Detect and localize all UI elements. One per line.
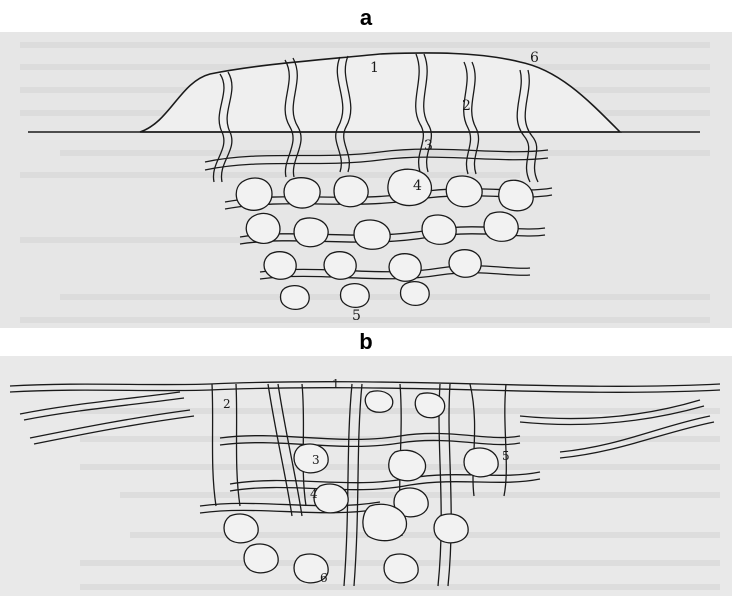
panel-a-number-3: 3: [424, 138, 433, 154]
panel-a-svg: 1 2 3 4 5 6: [0, 32, 732, 328]
panel-b-figure: 1 2 3 4 5 6: [0, 356, 732, 596]
panel-b-number-6: 6: [320, 571, 328, 585]
panel-a-number-2: 2: [462, 98, 471, 114]
panel-b-number-4: 4: [310, 487, 318, 501]
panel-b-number-1: 1: [332, 377, 340, 391]
panel-a-number-5: 5: [352, 308, 361, 324]
panel-b-number-3: 3: [312, 453, 320, 467]
panel-a-label: a: [0, 6, 732, 30]
panel-b-svg: 1 2 3 4 5 6: [0, 356, 732, 596]
panel-b-label: b: [0, 330, 732, 354]
panel-a-figure: 1 2 3 4 5 6: [0, 32, 732, 328]
panel-b-number-5: 5: [502, 449, 510, 463]
panel-b-number-2: 2: [223, 397, 231, 411]
panel-a-number-4: 4: [413, 178, 422, 194]
panel-a-number-6: 6: [530, 50, 539, 66]
panel-a-number-1: 1: [370, 60, 379, 76]
